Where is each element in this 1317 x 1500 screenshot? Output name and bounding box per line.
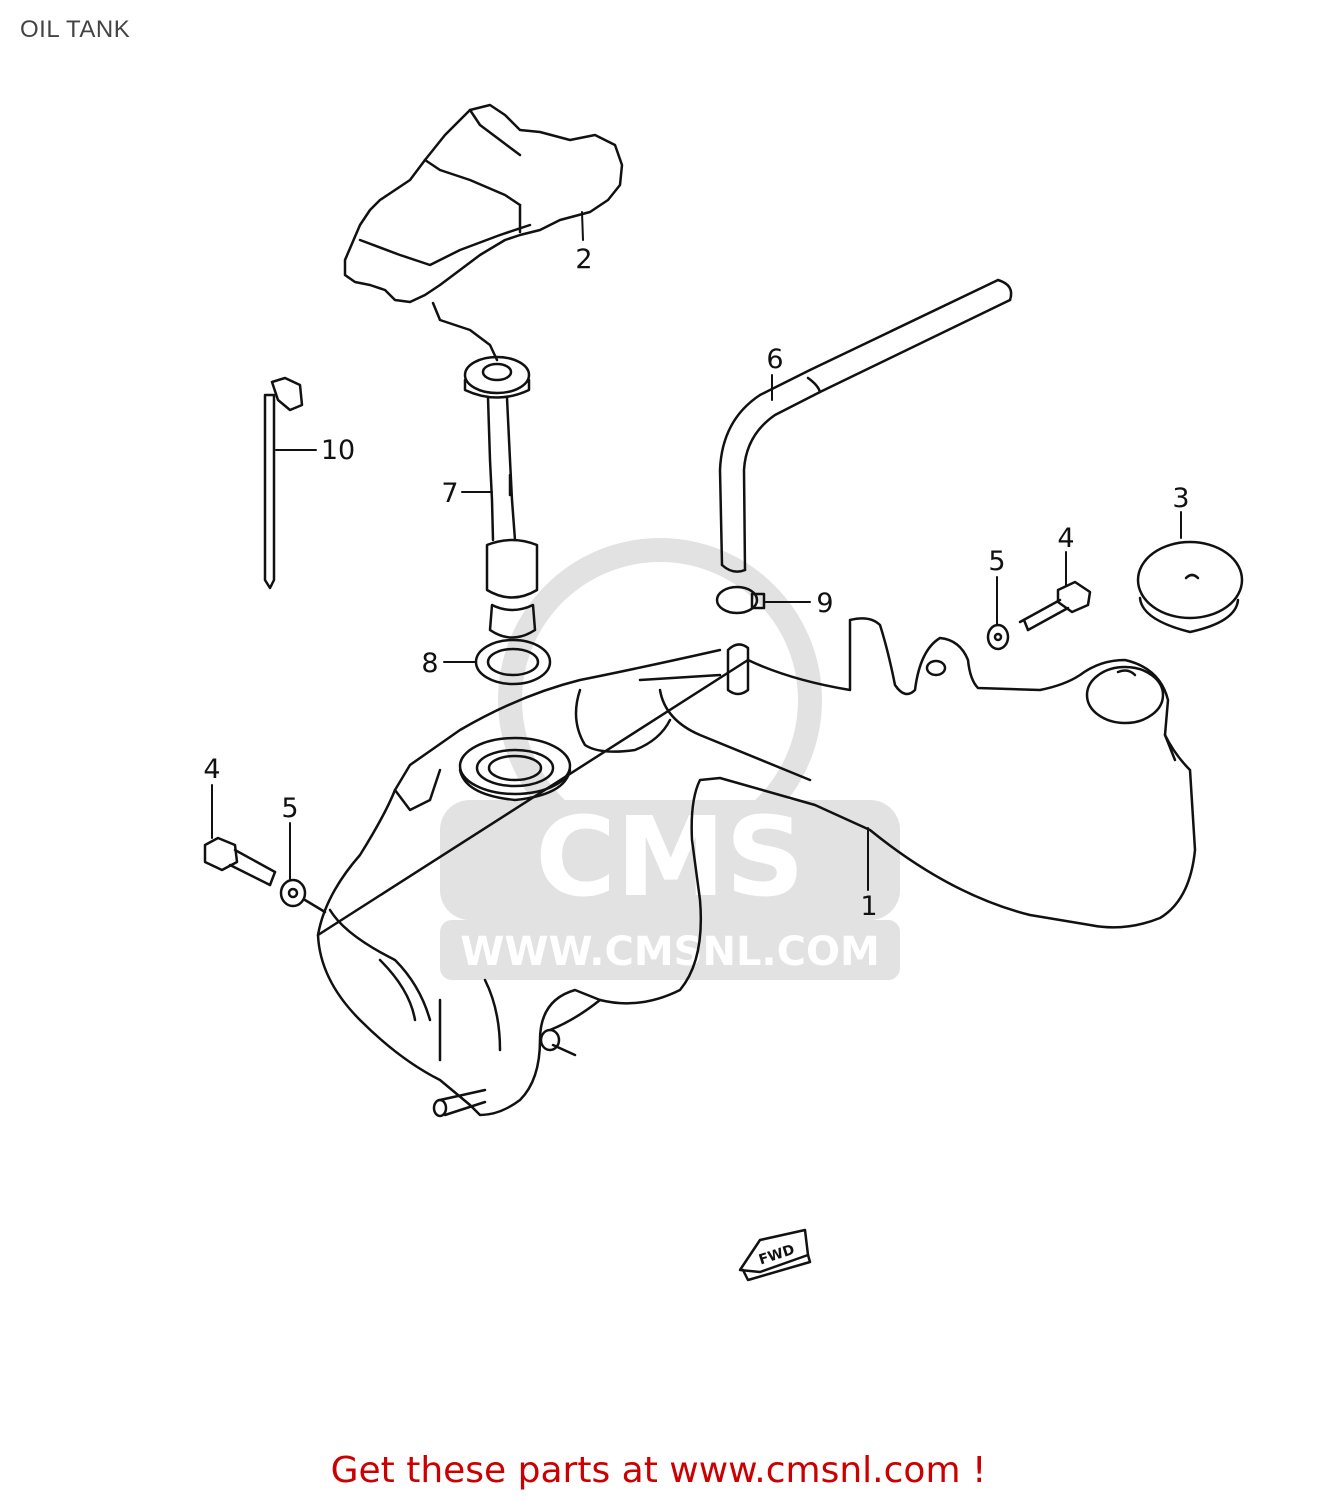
- callout-5-right: 5: [988, 546, 1005, 577]
- callout-2: 2: [575, 244, 592, 275]
- part-3-cap: [1136, 540, 1244, 634]
- callout-10: 10: [321, 435, 355, 466]
- part-10-rod: [263, 376, 304, 590]
- part-5-washer-right: [986, 623, 1010, 651]
- part-9-clamp: [715, 585, 766, 615]
- watermark-url: WWW.CMSNL.COM: [460, 929, 880, 975]
- callout-7: 7: [441, 478, 458, 509]
- leader-lines: [211, 211, 1182, 891]
- part-7-filler-neck: [463, 355, 539, 639]
- part-4-bolt-right: [1018, 580, 1092, 632]
- part-5-washer-left: [279, 878, 327, 914]
- callout-4-left: 4: [203, 754, 220, 785]
- page-title: OIL TANK: [20, 16, 131, 43]
- callout-5-left: 5: [281, 793, 298, 824]
- callout-4-right: 4: [1057, 523, 1074, 554]
- callout-8: 8: [421, 648, 438, 679]
- fwd-direction-marker: [738, 1228, 812, 1282]
- part-1-oil-tank: [316, 617, 1197, 1118]
- callout-9: 9: [816, 588, 833, 619]
- part-4-bolt-left: [203, 836, 277, 887]
- part-2-cover: [343, 103, 624, 362]
- footer-link[interactable]: Get these parts at www.cmsnl.com !: [330, 1450, 987, 1491]
- watermark-brand: CMS: [535, 793, 804, 921]
- cmsnl-watermark: CMS WWW.CMSNL.COM: [440, 538, 900, 980]
- part-6-hose: [718, 278, 1013, 573]
- callout-6: 6: [766, 344, 783, 375]
- callout-1: 1: [860, 891, 877, 922]
- callout-3: 3: [1172, 483, 1189, 514]
